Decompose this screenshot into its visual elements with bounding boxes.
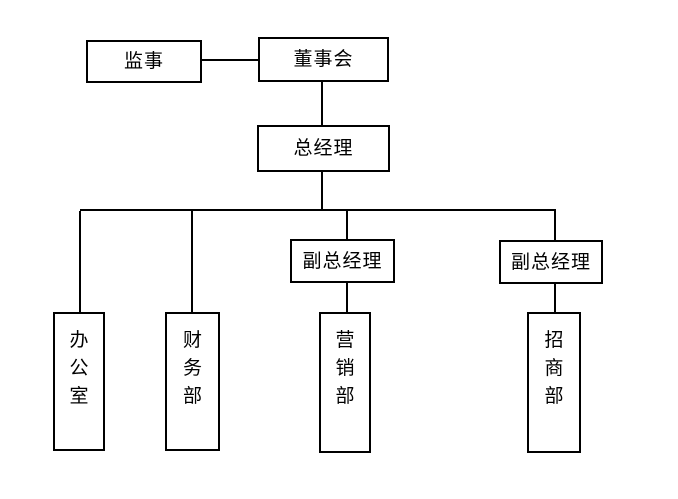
node-marketing: 营销部 <box>319 312 371 453</box>
node-office: 办公室 <box>53 312 105 451</box>
node-board: 董事会 <box>258 37 389 82</box>
node-finance-label: 财务部 <box>182 330 202 407</box>
node-marketing-label: 营销部 <box>335 330 355 407</box>
connector-deputy-gm-1-marketing <box>346 283 348 312</box>
node-deputy-gm-2: 副总经理 <box>499 240 603 284</box>
node-deputy-gm-1: 副总经理 <box>290 239 395 283</box>
connector-bus <box>80 209 556 211</box>
connector-deputy-gm-2-investment <box>554 284 556 312</box>
node-office-label: 办公室 <box>69 330 89 407</box>
node-finance: 财务部 <box>165 312 220 451</box>
connector-board-general-manager <box>321 82 323 125</box>
node-general-manager: 总经理 <box>257 125 390 172</box>
connector-bus-deputy-gm-1 <box>346 211 348 239</box>
node-deputy-gm-2-label: 副总经理 <box>510 251 591 273</box>
connector-bus-deputy-gm-2 <box>554 211 556 240</box>
node-investment: 招商部 <box>527 312 581 453</box>
connector-general-manager-bus <box>321 172 323 210</box>
node-investment-label: 招商部 <box>544 330 564 407</box>
node-supervisor-label: 监事 <box>123 51 164 72</box>
node-board-label: 董事会 <box>293 49 354 70</box>
connector-bus-finance <box>191 211 193 312</box>
node-general-manager-label: 总经理 <box>293 138 354 159</box>
connector-bus-office <box>79 211 81 312</box>
node-deputy-gm-1-label: 副总经理 <box>302 250 383 272</box>
connector-supervisor-board <box>202 59 258 61</box>
node-supervisor: 监事 <box>86 40 202 83</box>
